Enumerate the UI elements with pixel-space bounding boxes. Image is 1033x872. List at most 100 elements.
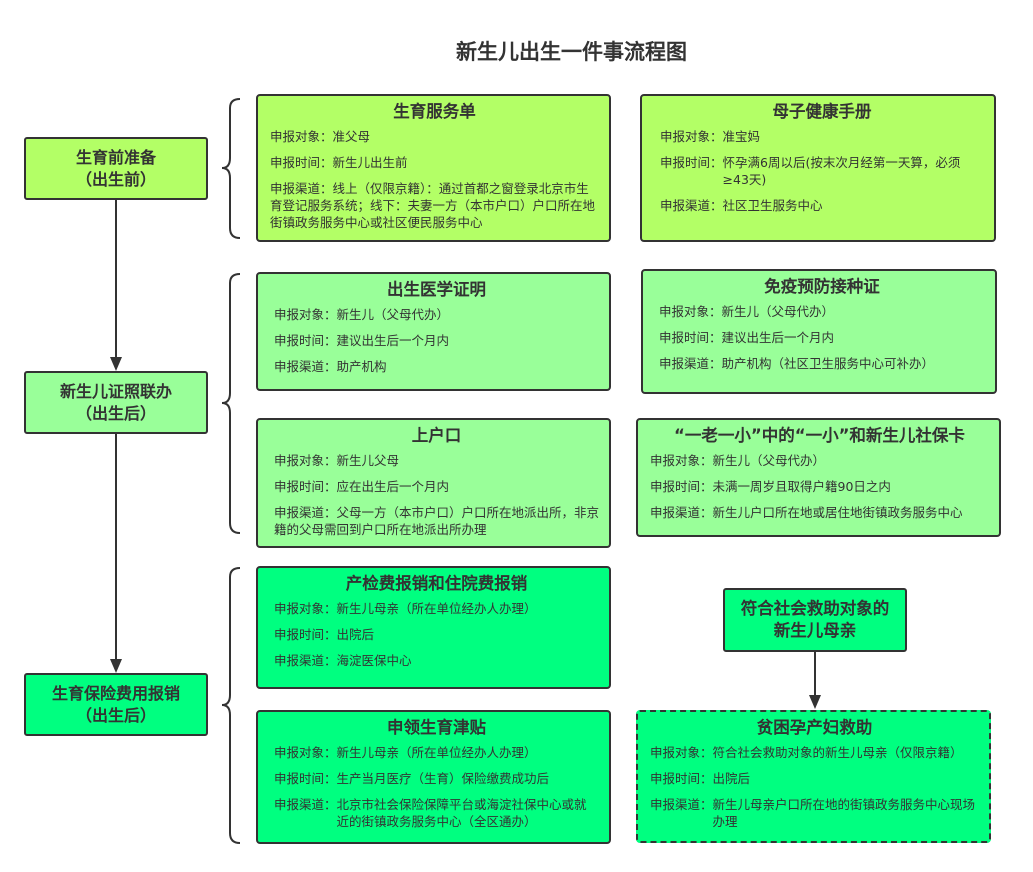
field-label: 申报渠道： xyxy=(274,653,337,668)
field-value: 准父母 xyxy=(332,129,371,144)
connector-line xyxy=(115,200,117,358)
card-field: 申报渠道：社区卫生服务中心 xyxy=(660,197,984,214)
stage-prenatal: 生育前准备（出生前） xyxy=(24,137,208,200)
eligibility-label: 符合社会救助对象的 xyxy=(740,599,890,618)
card-field: 申报时间：建议出生后一个月内 xyxy=(659,329,985,346)
card-field: 申报渠道：父母一方（本市户口）户口所在地派出所，非京籍的父母需回到户口所在地派出… xyxy=(274,504,599,538)
field-label: 申报对象： xyxy=(660,129,723,144)
field-label: 申报对象： xyxy=(274,453,337,468)
brace-icon xyxy=(221,273,241,534)
brace-icon xyxy=(221,98,241,239)
field-label: 申报时间： xyxy=(659,330,722,345)
field-value: 建议出生后一个月内 xyxy=(721,330,835,345)
card-field: 申报渠道：北京市社会保险保障平台或海淀社保中心或就近的街镇政务服务中心（全区通办… xyxy=(274,796,599,830)
card-title: “一老一小”中的“一小”和新生儿社保卡 xyxy=(674,426,965,445)
card-title: 产检费报销和住院费报销 xyxy=(345,574,528,593)
stage-label: 生育前准备 xyxy=(75,147,156,167)
field-label: 申报渠道： xyxy=(659,356,722,371)
field-value: 新生儿（父母代办） xyxy=(721,304,835,319)
field-label: 申报时间： xyxy=(274,771,337,786)
card-field: 申报时间：出院后 xyxy=(274,626,599,643)
field-value: 新生儿（父母代办） xyxy=(712,453,826,468)
field-value: 未满一周岁且取得户籍90日之内 xyxy=(712,479,891,494)
card-field: 申报渠道：助产机构 xyxy=(274,358,599,375)
card-social-security-card: “一老一小”中的“一小”和新生儿社保卡申报对象：新生儿（父母代办） 申报时间：未满… xyxy=(636,418,1001,537)
card-field: 申报对象：准父母 xyxy=(270,128,599,145)
field-value: 助产机构（社区卫生服务中心可补办） xyxy=(721,356,935,371)
field-value: 怀孕满6周以后(按末次月经第一天算，必须≥43天) xyxy=(722,155,961,187)
card-field: 申报时间：生产当月医疗（生育）保险缴费成功后 xyxy=(274,770,599,787)
card-poverty-assistance: 贫困孕产妇救助申报对象：符合社会救助对象的新生儿母亲（仅限京籍） 申报时间：出院后… xyxy=(636,710,991,843)
field-label: 申报时间： xyxy=(650,479,713,494)
card-field: 申报对象：新生儿母亲（所在单位经办人办理） xyxy=(274,744,599,761)
card-field: 申报对象：新生儿母亲（所在单位经办人办理） xyxy=(274,600,599,617)
field-value: 申报渠道：线上（仅限京籍）：通过首都之窗登录北京市生育登记服务系统；线下：夫妻一… xyxy=(270,181,596,230)
stage-sublabel: （出生后） xyxy=(75,705,156,725)
card-field: 申报时间：应在出生后一个月内 xyxy=(274,478,599,495)
card-title: 贫困孕产妇救助 xyxy=(756,718,873,737)
card-title: 出生医学证明 xyxy=(387,280,486,299)
stage-sublabel: （出生前） xyxy=(75,169,156,189)
field-value: 建议出生后一个月内 xyxy=(336,333,450,348)
card-field: 申报时间：怀孕满6周以后(按末次月经第一天算，必须≥43天) xyxy=(660,154,984,188)
field-label: 申报对象： xyxy=(274,307,337,322)
card-field: 申报渠道：新生儿户口所在地或居住地街镇政务服务中心 xyxy=(650,504,989,521)
card-field: 申报渠道：新生儿母亲户口所在地的街镇政务服务中心现场办理 xyxy=(650,796,979,830)
field-value: 助产机构 xyxy=(336,359,387,374)
field-value: 新生儿出生前 xyxy=(332,155,408,170)
field-label: 申报渠道： xyxy=(650,505,713,520)
card-title: 上户口 xyxy=(411,426,462,445)
card-title: 申领生育津贴 xyxy=(387,718,486,737)
card-field: 申报对象：新生儿（父母代办） xyxy=(650,452,989,469)
field-label: 申报对象： xyxy=(650,453,713,468)
field-label: 申报渠道： xyxy=(660,198,723,213)
field-value: 应在出生后一个月内 xyxy=(336,479,450,494)
card-field: 申报渠道：线上（仅限京籍）：通过首都之窗登录北京市生育登记服务系统；线下：夫妻一… xyxy=(270,180,599,231)
eligibility-box: 符合社会救助对象的新生儿母亲 xyxy=(723,588,907,652)
card-field: 申报时间：未满一周岁且取得户籍90日之内 xyxy=(650,478,989,495)
field-value: 新生儿（父母代办） xyxy=(336,307,450,322)
field-value: 准宝妈 xyxy=(722,129,761,144)
eligibility-sublabel: 新生儿母亲 xyxy=(773,621,857,640)
field-label: 申报时间： xyxy=(274,333,337,348)
card-maternity-allowance: 申领生育津贴申报对象：新生儿母亲（所在单位经办人办理） 申报时间：生产当月医疗（生… xyxy=(256,710,611,844)
card-title: 免疫预防接种证 xyxy=(764,277,880,296)
card-maternal-health-handbook: 母子健康手册申报对象：准宝妈申报时间：怀孕满6周以后(按末次月经第一天算，必须≥… xyxy=(640,94,996,242)
card-vaccination-certificate: 免疫预防接种证申报对象：新生儿（父母代办）申报时间：建议出生后一个月内申报渠道：… xyxy=(641,269,997,394)
diagram-title: 新生儿出生一件事流程图 xyxy=(456,40,687,64)
field-value: 新生儿父母 xyxy=(336,453,400,468)
card-field: 申报渠道：海淀医保中心 xyxy=(274,652,599,669)
field-value: 符合社会救助对象的新生儿母亲（仅限京籍） xyxy=(712,745,963,760)
card-field: 申报时间：出院后 xyxy=(650,770,979,787)
field-value: 新生儿母亲户口所在地的街镇政务服务中心现场办理 xyxy=(712,797,976,829)
field-value: 社区卫生服务中心 xyxy=(722,198,823,213)
brace-icon xyxy=(221,567,241,844)
field-value: 出院后 xyxy=(712,771,751,786)
field-value: 北京市社会保险保障平台或海淀社保中心或就近的街镇政务服务中心（全区通办） xyxy=(336,797,587,829)
field-label: 申报时间： xyxy=(660,155,723,170)
card-field: 申报对象：新生儿（父母代办） xyxy=(274,306,599,323)
field-value: 申报渠道：父母一方（本市户口）户口所在地派出所，非京籍的父母需回到户口所在地派出… xyxy=(274,505,600,537)
connector-line xyxy=(115,434,117,660)
card-field: 申报时间：新生儿出生前 xyxy=(270,154,599,171)
stage-label: 新生儿证照联办 xyxy=(59,381,172,401)
field-label: 申报对象： xyxy=(274,601,337,616)
connector-line xyxy=(814,652,816,696)
stage-certificates: 新生儿证照联办（出生后） xyxy=(24,371,208,434)
field-label: 申报对象： xyxy=(270,129,333,144)
card-field: 申报对象：符合社会救助对象的新生儿母亲（仅限京籍） xyxy=(650,744,979,761)
field-label: 申报渠道： xyxy=(274,797,337,812)
card-household-registration: 上户口申报对象：新生儿父母申报时间：应在出生后一个月内申报渠道：父母一方（本市户… xyxy=(256,418,611,548)
field-value: 新生儿母亲（所在单位经办人办理） xyxy=(336,745,537,760)
field-label: 申报时间： xyxy=(650,771,713,786)
field-value: 新生儿户口所在地或居住地街镇政务服务中心 xyxy=(712,505,963,520)
arrow-down-icon xyxy=(110,357,122,371)
field-label: 申报渠道： xyxy=(274,359,337,374)
card-prenatal-reimbursement: 产检费报销和住院费报销申报对象：新生儿母亲（所在单位经办人办理） 申报时间：出院后… xyxy=(256,566,611,689)
card-field: 申报渠道：助产机构（社区卫生服务中心可补办） xyxy=(659,355,985,372)
arrow-down-icon xyxy=(809,695,821,709)
card-field: 申报对象：新生儿父母 xyxy=(274,452,599,469)
field-label: 申报时间： xyxy=(274,627,337,642)
card-title: 生育服务单 xyxy=(393,102,476,121)
card-field: 申报对象：新生儿（父母代办） xyxy=(659,303,985,320)
